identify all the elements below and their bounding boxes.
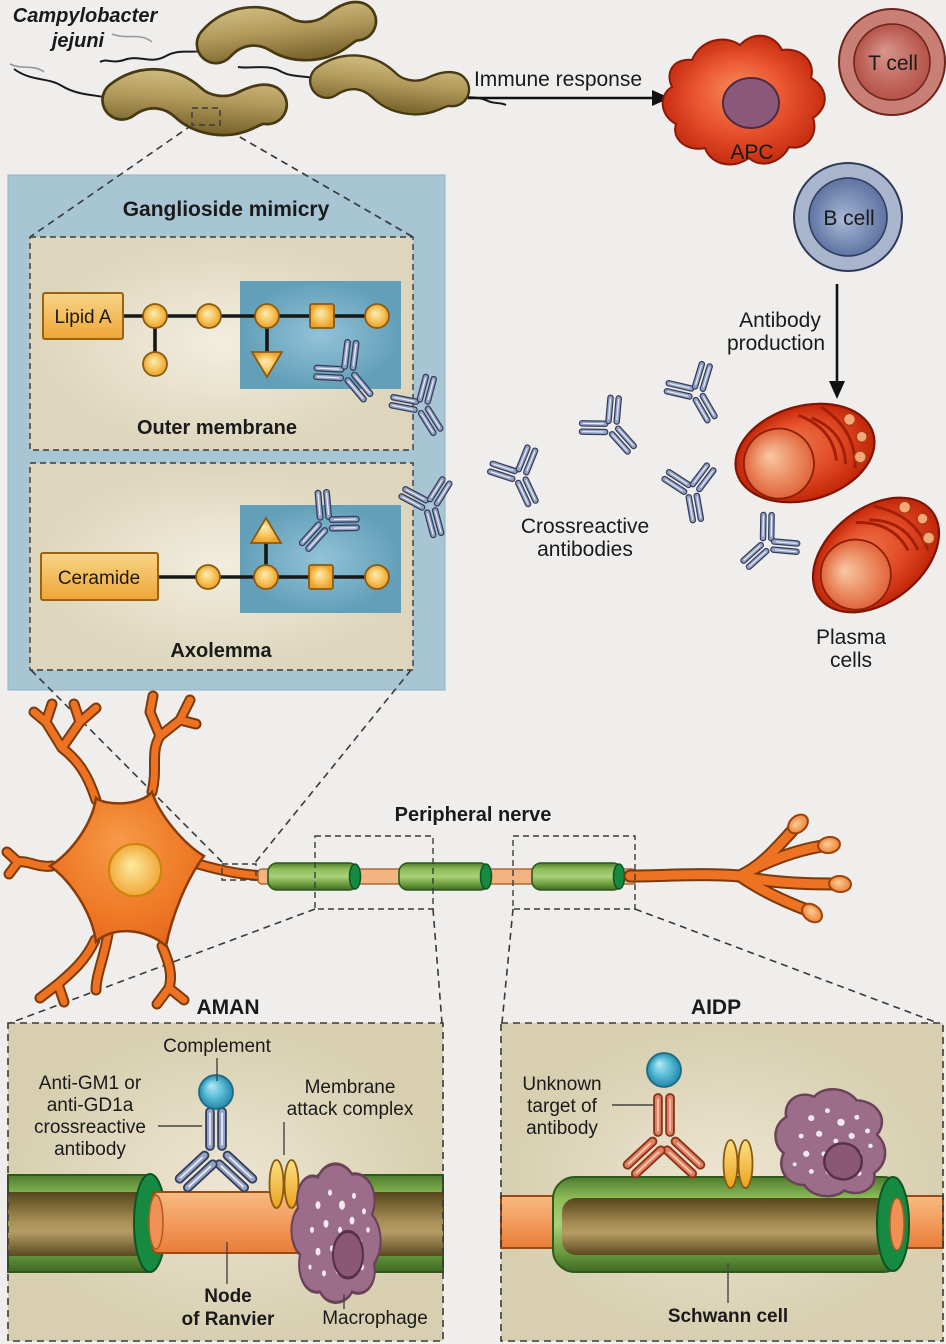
outer-membrane-box: Lipid A Outer membrane xyxy=(29,236,414,451)
zoom-source-rect-aman xyxy=(314,835,434,910)
aidp-target-label-line3: antibody xyxy=(526,1118,598,1139)
campylobacter-group: Campylobacter jejuni xyxy=(9,5,507,126)
neuron-nucleus xyxy=(108,843,162,897)
glycan-circle xyxy=(142,303,168,329)
mac-label-line1: Membrane xyxy=(305,1077,396,1098)
zoom-source-rect xyxy=(191,107,221,126)
myelin-inner-layer xyxy=(8,1192,148,1256)
antibody-production-line1: Antibody xyxy=(739,309,821,332)
aidp-border xyxy=(500,1022,944,1342)
macrophage-label: Macrophage xyxy=(322,1308,428,1329)
b-cell-label: B cell xyxy=(823,207,874,230)
glycan-triangle-up xyxy=(249,516,283,544)
complement-label: Complement xyxy=(163,1036,271,1057)
zoom-connector-line xyxy=(9,908,316,1024)
axolemma-box: Ceramide Axolemma xyxy=(29,462,414,671)
schwann-cell-label: Schwann cell xyxy=(668,1306,788,1327)
lipid-a-label: Lipid A xyxy=(54,307,111,328)
arrowhead-icon xyxy=(652,90,670,106)
aman-panel: AMAN Complement Anti-GM1 or anti-GD1a cr… xyxy=(7,996,444,1342)
complement-sphere xyxy=(646,1052,682,1088)
ceramide-box xyxy=(40,552,159,601)
lipid-a-box xyxy=(42,292,124,340)
aidp-target-label-line2: target of xyxy=(527,1096,597,1117)
aidp-panel: AIDP Unknown target of antibody Schwann … xyxy=(500,996,944,1342)
zoom-connector-line xyxy=(218,124,414,238)
zoom-source-rect-aidp xyxy=(512,835,636,910)
t-cell-inner xyxy=(853,23,931,101)
arrowhead-icon xyxy=(829,381,845,399)
aman-antibody-label-line2: anti-GD1a xyxy=(47,1095,134,1116)
glycan-circle xyxy=(364,303,390,329)
immune-response-group: Immune response xyxy=(468,68,670,106)
t-cell: T cell xyxy=(838,8,946,116)
aidp-title: AIDP xyxy=(691,996,741,1019)
myelin-segment xyxy=(531,862,626,891)
glycan-square xyxy=(308,564,334,590)
zoom-connector-line xyxy=(29,124,193,238)
flagellum xyxy=(111,33,153,43)
glycan-circle xyxy=(142,351,168,377)
flagellum xyxy=(99,44,217,63)
terminal-bulb xyxy=(801,902,823,924)
peripheral-nerve-label: Peripheral nerve xyxy=(395,804,552,826)
crossreactive-label-line1: Crossreactive xyxy=(521,515,649,538)
axon-end-cap xyxy=(889,1197,905,1251)
aman-antibody-label-line4: antibody xyxy=(54,1139,126,1160)
b-cell-inner xyxy=(808,177,888,257)
t-cell-label: T cell xyxy=(868,52,918,75)
b-cell: B cell xyxy=(793,162,903,272)
organism-label-line1: Campylobacter xyxy=(13,5,159,27)
crossreactive-label-line2: antibodies xyxy=(537,538,633,561)
glycan-circle xyxy=(195,564,221,590)
aman-title: AMAN xyxy=(197,996,260,1019)
mimicry-title: Ganglioside mimicry xyxy=(123,198,330,221)
plasma-cells-group: Plasma cells xyxy=(722,386,946,672)
myelin-segment xyxy=(398,862,493,891)
terminal-bulb xyxy=(817,835,841,855)
zoom-connector-line xyxy=(30,669,225,865)
neuron-group: Peripheral nerve xyxy=(7,696,852,1004)
apc-nucleus xyxy=(722,77,780,129)
macrophage-cell xyxy=(289,1162,383,1304)
glycan-circle xyxy=(196,303,222,329)
zoom-source-rect xyxy=(221,863,257,881)
complement-sphere xyxy=(198,1074,234,1110)
glycan-circle xyxy=(364,564,390,590)
antibody-production-group: Antibody production xyxy=(727,284,845,399)
mac-label-line2: attack complex xyxy=(287,1099,414,1120)
crossreactive-antibodies-group: Crossreactive antibodies xyxy=(382,355,807,588)
axon-end-cap xyxy=(148,1194,164,1250)
organism-label-line2: jejuni xyxy=(49,30,105,52)
aman-border xyxy=(7,1022,444,1342)
glycan-circle xyxy=(254,303,280,329)
glycan-circle xyxy=(253,564,279,590)
ganglioside-mimicry-panel: Ganglioside mimicry Lipid A Outer membra… xyxy=(7,124,446,691)
aidp-target-label-line1: Unknown xyxy=(522,1074,601,1095)
apc-label: APC xyxy=(730,141,773,164)
zoom-connector-line xyxy=(253,669,412,865)
glycan-square xyxy=(309,303,335,329)
immune-response-label: Immune response xyxy=(474,68,642,91)
node-of-ranvier-label-line1: Node xyxy=(204,1286,252,1307)
terminal-bulb xyxy=(787,813,809,835)
aman-antibody-label-line3: crossreactive xyxy=(34,1117,146,1138)
axolemma-label: Axolemma xyxy=(170,640,272,662)
myelin-segment xyxy=(267,862,362,891)
flagellum xyxy=(9,63,45,73)
plasma-cells-label-line1: Plasma xyxy=(816,626,886,649)
apc-cell: APC xyxy=(661,34,826,166)
plasma-cells-label-line2: cells xyxy=(830,649,872,672)
bacterium xyxy=(214,13,358,52)
aman-antibody-label-line1: Anti-GM1 or xyxy=(39,1073,142,1094)
ceramide-label: Ceramide xyxy=(58,568,140,589)
node-of-ranvier-label-line2: of Ranvier xyxy=(182,1309,276,1330)
antibody-production-line2: production xyxy=(727,332,825,355)
terminal-bulb xyxy=(828,874,852,894)
glycan-triangle-down xyxy=(250,351,284,379)
outer-membrane-label: Outer membrane xyxy=(137,417,297,439)
myelin-inner-layer xyxy=(562,1198,890,1255)
zoom-connector-line xyxy=(634,908,939,1024)
